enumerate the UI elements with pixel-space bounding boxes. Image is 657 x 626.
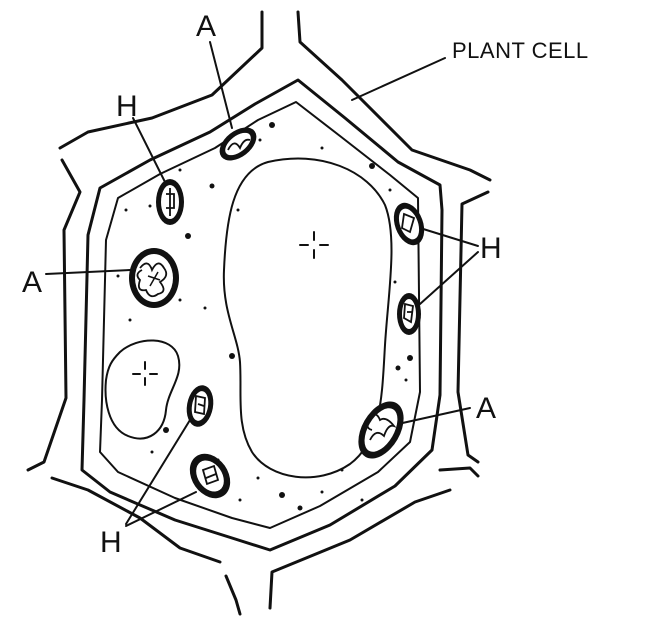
organelle-H-right-upper (388, 199, 429, 250)
organelle-H-right-lower (397, 293, 421, 335)
small-vacuole (106, 340, 180, 438)
label-plant-cell: PLANT CELL (452, 38, 589, 63)
organelle-A-left (129, 248, 179, 308)
leader-lines (46, 42, 478, 526)
label-A-right: A (476, 392, 496, 425)
small-vacuole-sparkle (133, 362, 157, 385)
organelle-H-upper-left (156, 179, 184, 225)
label-A-top: A (196, 10, 216, 43)
vacuole-sparkle (300, 232, 328, 258)
label-H-right: H (480, 232, 502, 265)
label-H-bottom: H (100, 526, 122, 559)
label-H-upper-left: H (116, 90, 138, 123)
organelle-H-bottom-lower (181, 446, 238, 506)
label-A-left: A (22, 266, 42, 299)
